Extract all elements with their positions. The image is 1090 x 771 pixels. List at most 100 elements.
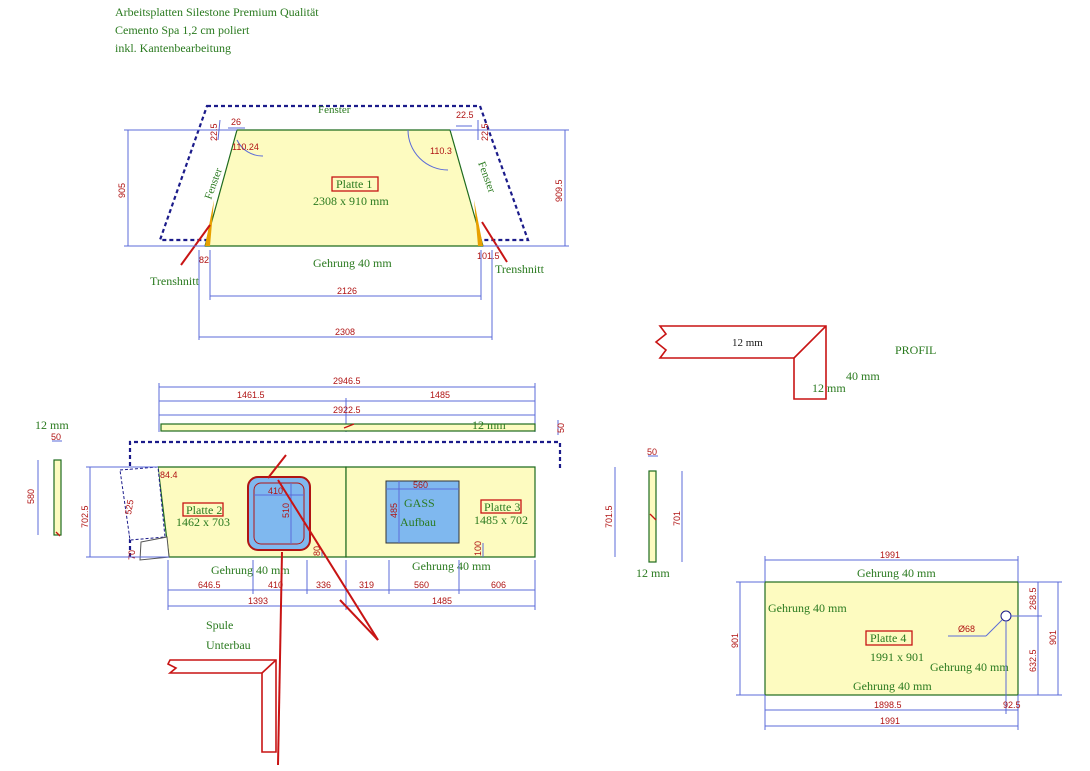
- strip-joint-mark: [343, 423, 355, 429]
- platte-4-right-top: 268.5: [1028, 587, 1038, 610]
- platte-2-corner: 70: [127, 550, 137, 560]
- platte-1-label-box: [331, 176, 379, 192]
- platte-3-label: Platte 3: [484, 500, 520, 514]
- gas-w: 560: [413, 480, 428, 490]
- platte-1-dim-left: 905: [117, 183, 127, 198]
- profil-label: PROFIL: [895, 343, 936, 357]
- platte-4-bot-total: 1991: [880, 716, 900, 726]
- platte-1-dim-tl2: 22.5: [209, 123, 219, 141]
- platte-2-edge: Gehrung 40 mm: [211, 563, 290, 577]
- platte-4-group: 1991 Gehrung 40 mm Gehrung 40 mm Gehrung…: [730, 550, 1062, 730]
- left-strip-thick: 12 mm: [35, 418, 69, 432]
- platte-1-dim-bot-right: 101.5: [477, 251, 500, 261]
- sink-gap: 80: [312, 546, 322, 556]
- sink-note-2: Unterbau: [206, 638, 251, 652]
- platte-1-window-top: Fenster: [318, 104, 351, 116]
- header-line-3: inkl. Kantenbearbeitung: [115, 41, 231, 55]
- platte-1-group: 110.24 110.3 Fenster Fenster Fenster Pla…: [117, 104, 569, 340]
- left-strip-length: 580: [26, 489, 36, 504]
- platte-4-right-dim: 901: [1048, 630, 1058, 645]
- platte-2-corner-cut: [119, 466, 166, 541]
- platte-1-dim-tr2: 22.5: [480, 123, 490, 141]
- left-strip-depth: 50: [51, 432, 61, 442]
- platte-2-dim-h: 702.5: [80, 505, 90, 528]
- platte-2-size: 1462 x 703: [176, 515, 230, 529]
- sink-arrow-3: [277, 551, 283, 766]
- platte-1-dim-right: 909.5: [554, 179, 564, 202]
- platte-3-size: 1485 x 702: [474, 513, 528, 527]
- right-strip-joint-mark: [649, 513, 657, 521]
- strip-dim-inner: 2922.5: [333, 405, 361, 415]
- right-strip-group: 50 701.5 701 12 mm: [604, 447, 683, 580]
- strip-dim-left: 1461.5: [237, 390, 265, 400]
- header-line-1: Arbeitsplatten Silestone Premium Qualitä…: [115, 5, 319, 19]
- sink-w: 410: [268, 486, 283, 496]
- platte-1-angle-right: 110.3: [430, 146, 452, 156]
- platte-4-hole-leader-2: [985, 619, 1003, 637]
- profil-height: 40 mm: [846, 369, 880, 383]
- platte-4-size: 1991 x 901: [870, 650, 924, 664]
- right-strip-depth: 50: [647, 447, 657, 457]
- platte-1-dim-tl-line: [217, 119, 221, 141]
- sink-arrow-2: [339, 599, 379, 641]
- platte-1-size: 2308 x 910 mm: [313, 194, 389, 208]
- p3-btotal: 1485: [432, 596, 452, 606]
- gas-d: 485: [389, 503, 399, 518]
- right-strip-outer: 701.5: [604, 505, 614, 528]
- platte-4-label: Platte 4: [870, 631, 906, 645]
- platte-3-label-box: [480, 499, 522, 514]
- platte-1-dim-inner: 2126: [337, 286, 357, 296]
- platte-1-dim-tr1: 22.5: [456, 110, 474, 120]
- platte-1-edge: Gehrung 40 mm: [313, 256, 392, 270]
- gas-sub: Aufbau: [400, 515, 436, 529]
- platte-1-arrow-left: [180, 224, 211, 266]
- profil-thick-side: 12 mm: [812, 381, 846, 395]
- platte-1-dim-outer: 2308: [335, 327, 355, 337]
- long-strip: [160, 423, 536, 432]
- platte-1-cut-left: [205, 200, 214, 246]
- platte-1-arrow-right: [481, 221, 508, 263]
- platte-4-edge-bottom: Gehrung 40 mm: [853, 679, 932, 693]
- strip-thick: 12 mm: [472, 418, 506, 432]
- profil-shape: [654, 325, 827, 400]
- gas-off: 100: [473, 541, 483, 556]
- right-strip-length: 701: [672, 511, 682, 526]
- platte-2-label-box: [182, 502, 224, 517]
- platte-4-hole: [1000, 610, 1012, 622]
- sink-profile-shape: [166, 659, 277, 753]
- platte-3-edge: Gehrung 40 mm: [412, 559, 491, 573]
- platte-1-cut-left-label: Trenshnitt: [150, 274, 200, 288]
- header-line-2: Cemento Spa 1,2 cm poliert: [115, 23, 250, 37]
- platte-1-angle-left: 110.24: [232, 142, 259, 152]
- sink-arrow-top: [267, 454, 287, 479]
- p2-bdim-2: 336: [316, 580, 331, 590]
- platte-2-3-group: 84.4 525 70 702.5 410 510 80 Platte 2 14…: [80, 440, 562, 766]
- platte-4-right-bot: 632.5: [1028, 649, 1038, 672]
- platte-1-cut-right-label: Trenshnitt: [495, 262, 545, 276]
- gas-cutout: [385, 480, 460, 544]
- gas-label: GASS: [404, 496, 435, 510]
- left-strip-joint-mark: [55, 531, 61, 537]
- platte-4-slab: [764, 581, 1019, 696]
- platte-2-diag: 525: [123, 499, 135, 516]
- sink-d: 510: [281, 503, 291, 518]
- sink-arrow-1: [277, 479, 379, 641]
- platte-4-hole-label: Ø68: [958, 624, 975, 634]
- platte-1-dim-tl1: 26: [231, 117, 241, 127]
- left-strip-group: 12 mm 50 580: [26, 418, 69, 537]
- platte-1-cut-right: [474, 200, 483, 246]
- platte-4-left-dim: 901: [730, 633, 740, 648]
- platte-4-top-dim: 1991: [880, 550, 900, 560]
- p2-bdim-1: 410: [268, 580, 283, 590]
- p2-bdim-0: 646.5: [198, 580, 221, 590]
- p3-bdim-1: 606: [491, 580, 506, 590]
- left-side-strip: [53, 459, 62, 536]
- platte-1-dim-bot-left: 82: [199, 255, 209, 265]
- platte-2-label: Platte 2: [186, 503, 222, 517]
- platte-4-bot-b: 92.5: [1003, 700, 1021, 710]
- profil-thick-top: 12 mm: [732, 337, 763, 349]
- platte-1-window-right: Fenster: [475, 160, 497, 195]
- platte-4-edge-left: Gehrung 40 mm: [768, 601, 847, 615]
- profil-miter: [793, 325, 827, 359]
